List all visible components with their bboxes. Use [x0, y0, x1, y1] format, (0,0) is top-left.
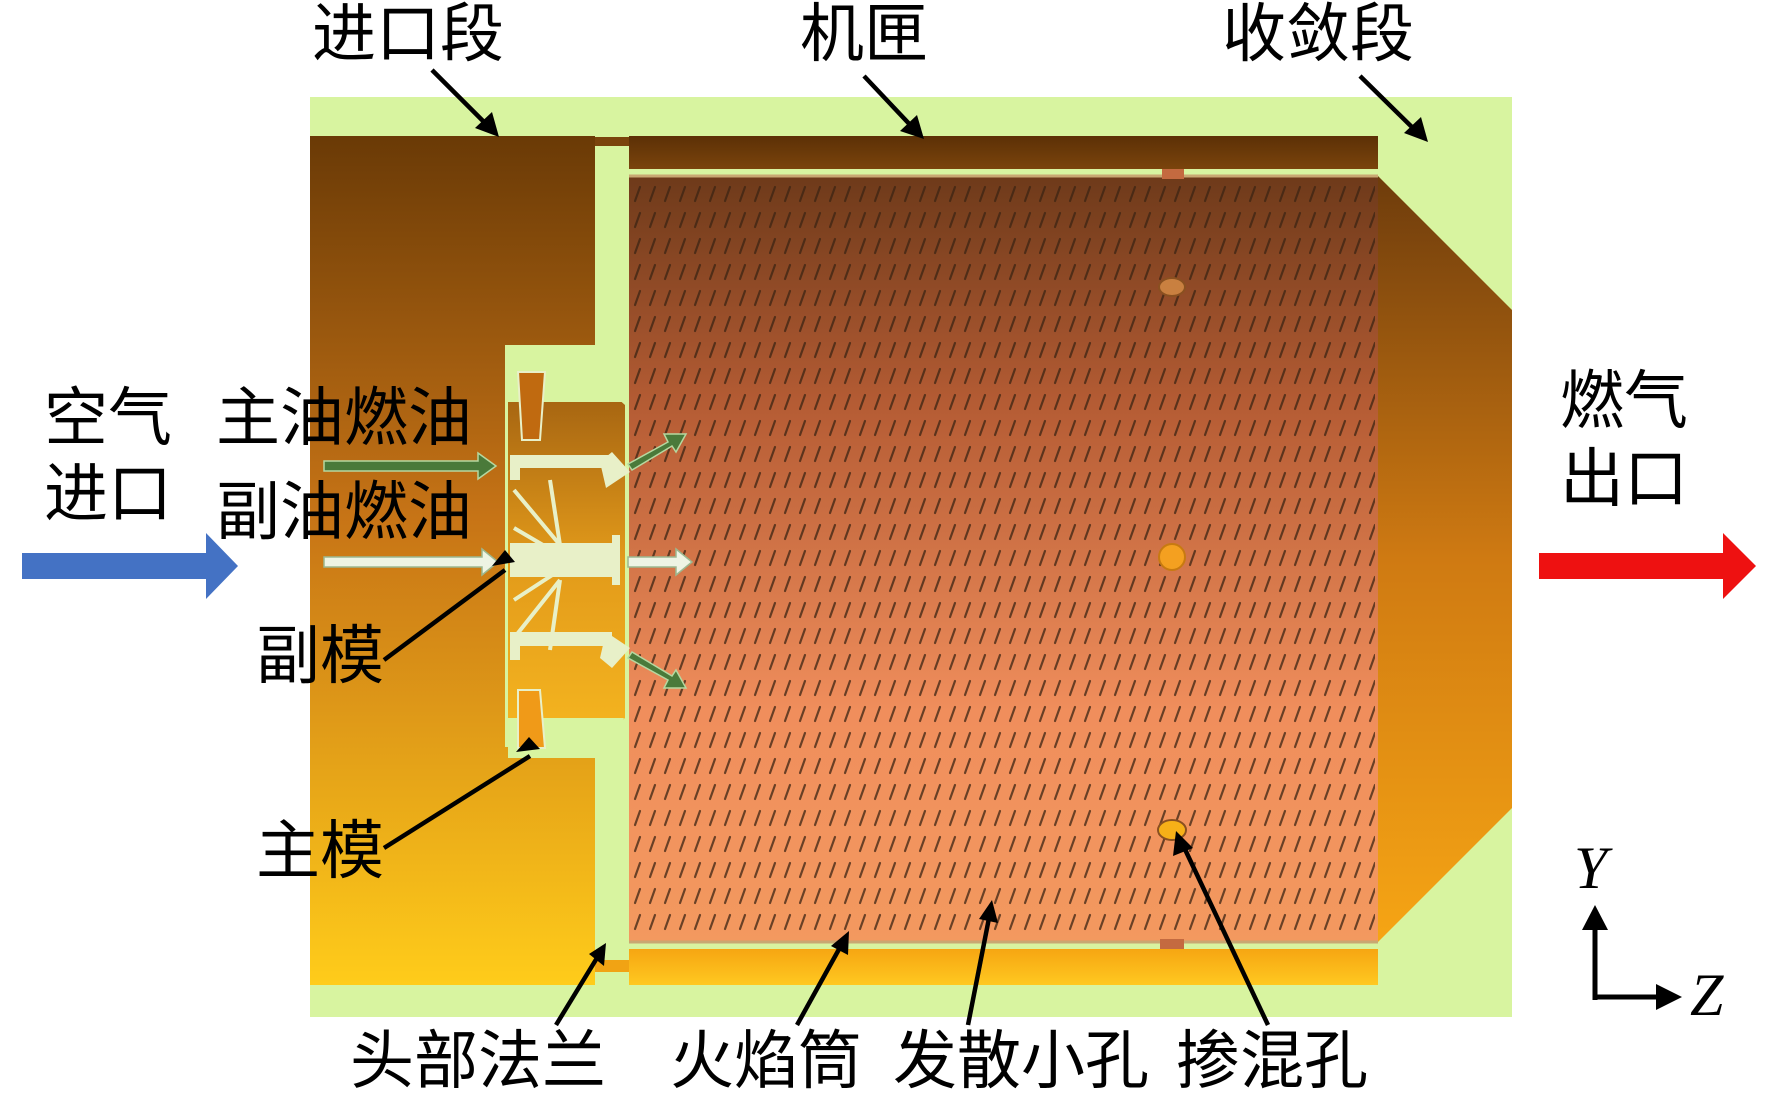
- casing-top-strip: [595, 137, 629, 146]
- label-pilot-fuel: 副油燃油: [216, 476, 472, 550]
- label-dilution-holes: 掺混孔: [1176, 1025, 1368, 1099]
- casing-top: [629, 136, 1378, 169]
- pilot-fuel-spray: [627, 547, 694, 577]
- main-fuel-spray-upper: [626, 433, 688, 472]
- label-main-fuel: 主油燃油: [216, 382, 472, 456]
- label-air-inlet-1: 空气: [44, 382, 172, 456]
- leader-arrowheads: [475, 112, 1428, 966]
- label-gas-outlet-1: 燃气: [1560, 365, 1688, 439]
- air-inlet-arrow: [22, 533, 238, 599]
- label-casing: 机匣: [800, 0, 928, 72]
- label-convergent-section: 收敛段: [1222, 0, 1414, 72]
- label-air-inlet-2: 进口: [44, 458, 172, 532]
- effusion-holes-pattern: [632, 180, 1375, 938]
- swirler-head: [508, 362, 630, 758]
- main-fuel-spray-lower: [626, 650, 688, 689]
- axis-indicator: [1582, 905, 1682, 1010]
- label-liner: 火焰筒: [670, 1025, 862, 1099]
- label-effusion-holes: 发散小孔: [893, 1025, 1149, 1099]
- dilution-hole-top: [1158, 277, 1186, 297]
- label-head-flange: 头部法兰: [350, 1025, 606, 1099]
- dilution-hole-middle: [1158, 543, 1186, 571]
- label-pilot-module: 副模: [256, 620, 384, 694]
- pilot-fuel-arrow: [323, 547, 500, 577]
- convergent-section: [1378, 176, 1512, 942]
- leader-lines: [382, 68, 1420, 1027]
- y-axis-arrow: [1582, 905, 1608, 930]
- gas-outlet-arrow: [1539, 533, 1756, 599]
- casing-bottom: [629, 949, 1378, 985]
- z-axis-arrow: [1656, 984, 1682, 1010]
- label-main-module: 主模: [256, 815, 384, 889]
- label-gas-outlet-2: 出口: [1560, 443, 1688, 517]
- axis-label-y: Y: [1574, 835, 1608, 901]
- axis-label-z: Z: [1690, 962, 1724, 1028]
- main-fuel-arrow: [323, 451, 498, 481]
- label-inlet-section: 进口段: [312, 0, 504, 72]
